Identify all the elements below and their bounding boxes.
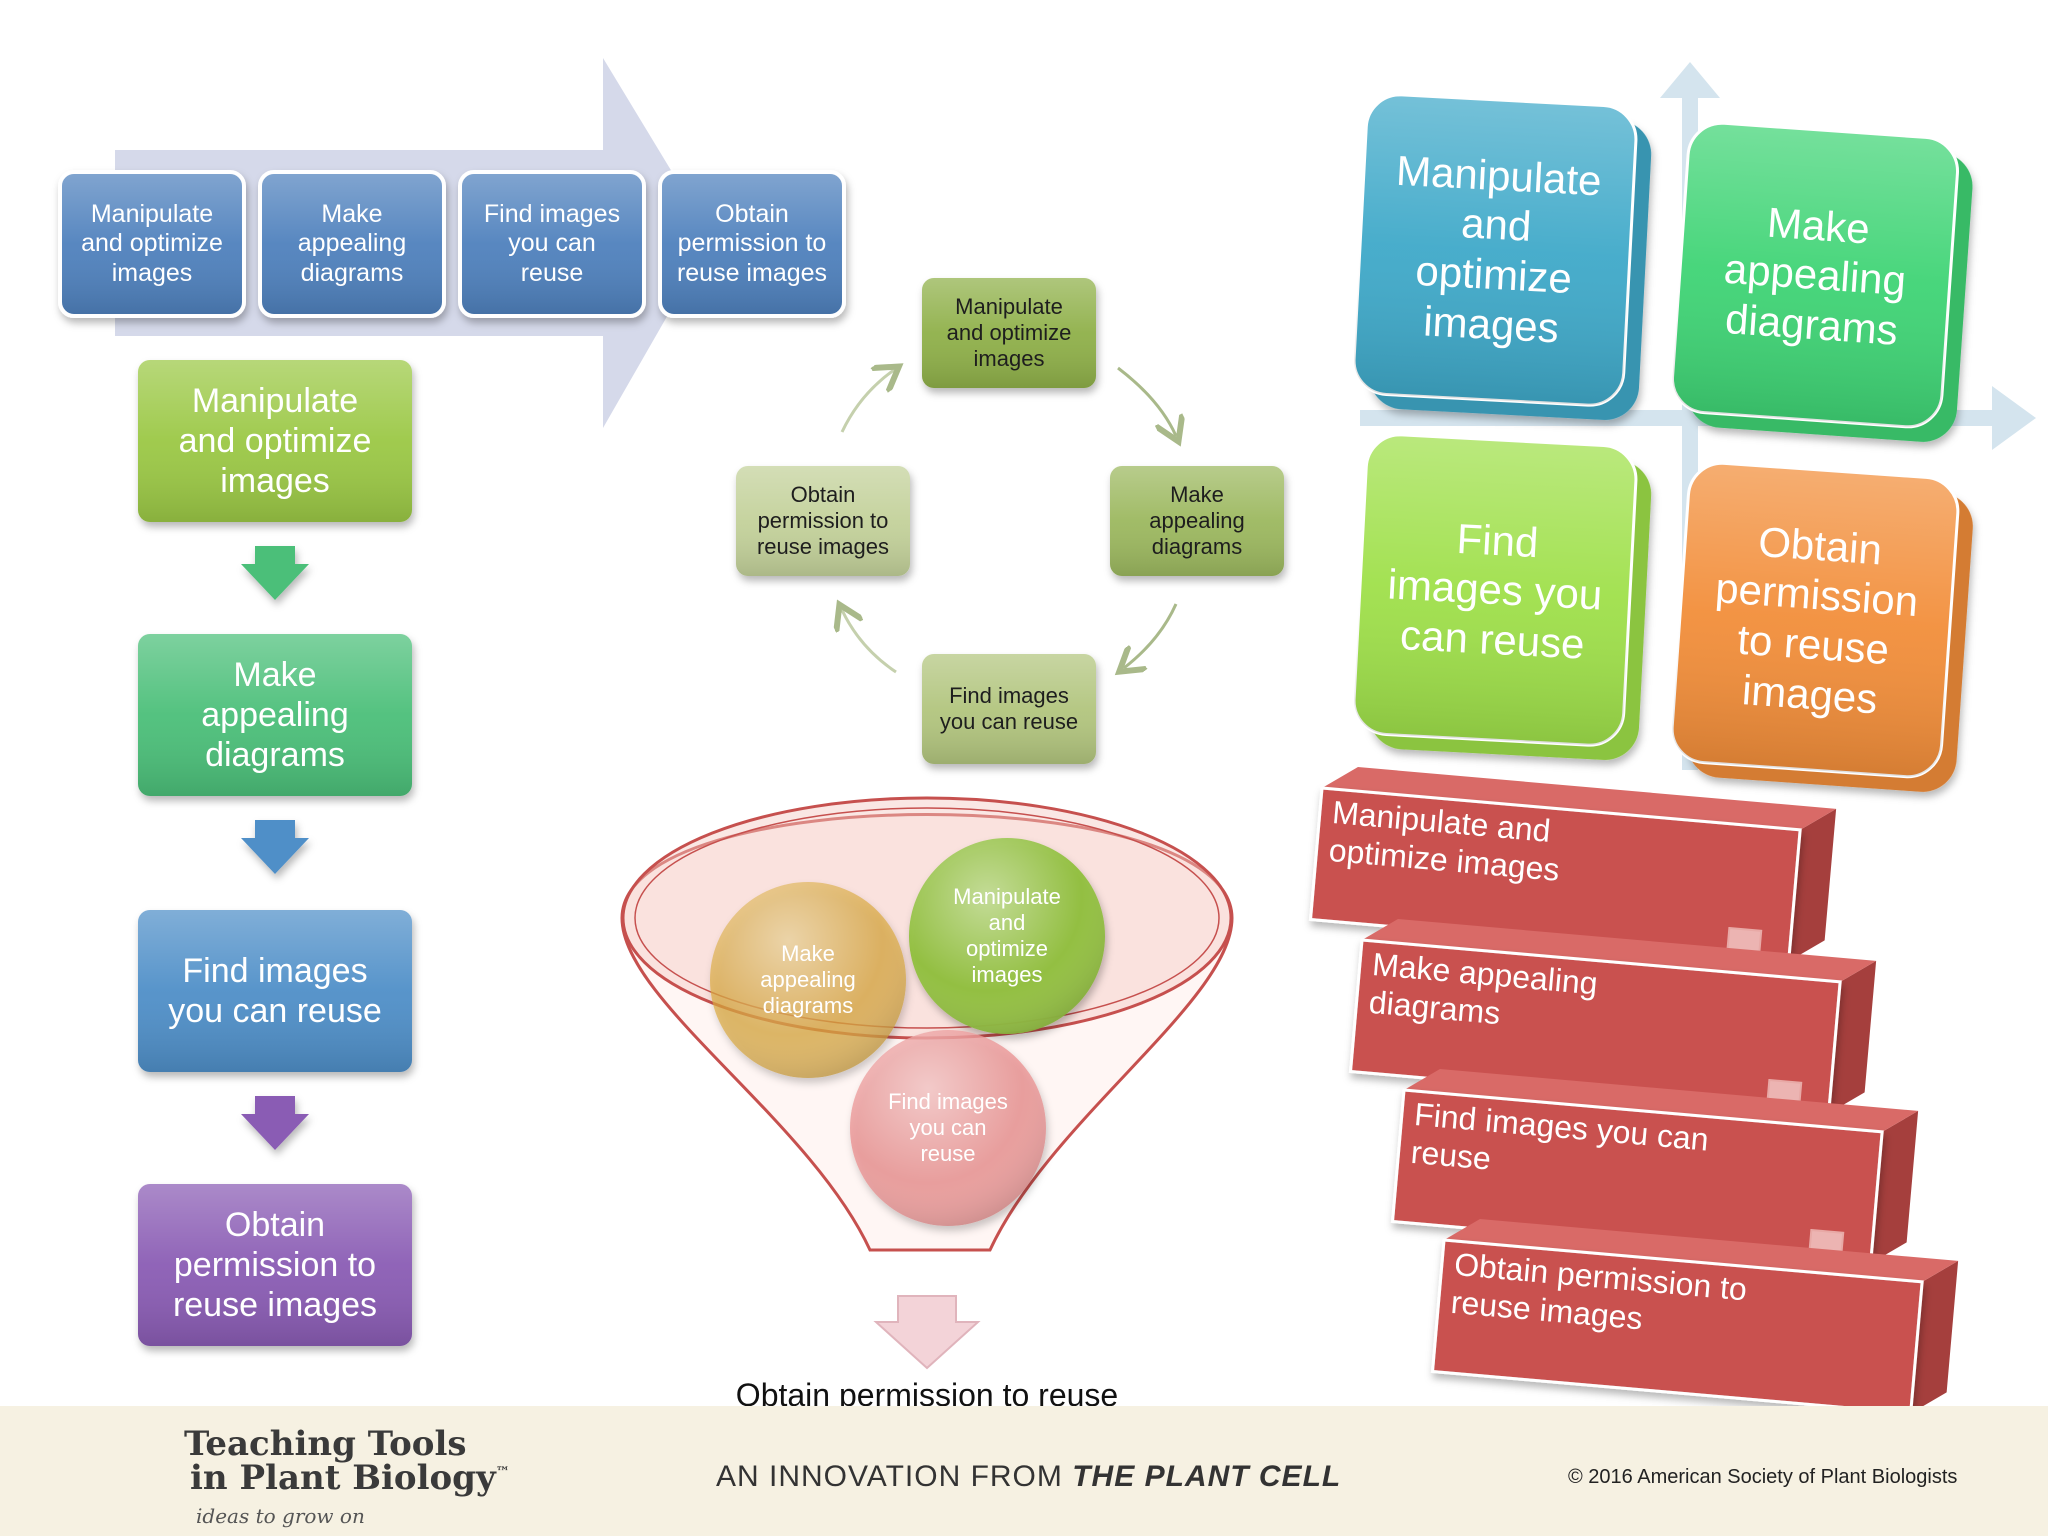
vertical-step-gloss (138, 910, 412, 1072)
cycle-step-gloss (922, 654, 1096, 764)
process-step-label: Find images you can reuse (483, 199, 621, 287)
cycle-arrow (1117, 366, 1176, 436)
footer-bar (0, 1406, 2048, 1536)
funnel-rim-inner (634, 807, 1220, 1029)
stair-step (1430, 1219, 1959, 1415)
funnel-circle-shine (850, 1030, 1046, 1226)
process-step-gloss (462, 174, 642, 314)
matrix-step-label: Obtain permission to reuse images (1713, 517, 1920, 723)
matrix-tile-gloss (1672, 123, 1958, 427)
funnel-outcome-arrow (873, 1295, 981, 1370)
matrix-tile-gloss (1354, 94, 1636, 406)
stair-step-side (1910, 1260, 1959, 1414)
cycle-arrow (842, 610, 897, 674)
stair-step-top (1362, 919, 1877, 982)
stair-step-top (1444, 1219, 1959, 1282)
stair-step-side (1870, 1110, 1919, 1264)
vertical-step-label: Find images you can reuse (168, 951, 382, 1030)
process-step-gloss (662, 174, 842, 314)
matrix-tile-gloss (1354, 434, 1636, 746)
process-arrow-group (58, 58, 846, 428)
innovation-prefix: AN INNOVATION FROM (716, 1460, 1073, 1493)
stair-steps-group (1308, 767, 1959, 1415)
trademark-symbol: ™ (495, 1464, 510, 1481)
process-step-gloss (62, 174, 242, 314)
stair-step-top (1322, 767, 1837, 830)
stair-step (1308, 767, 1837, 997)
process-step-label: Obtain permission to reuse images (676, 199, 828, 287)
funnel-circle-label: Manipulate and optimize images (953, 884, 1061, 987)
brand-title-line1: Teaching Tools (184, 1424, 467, 1464)
cycle-step-label: Find images you can reuse (939, 683, 1079, 734)
copyright-notice: © 2016 American Society of Plant Biologi… (1568, 1466, 1958, 1488)
matrix-axis-arrow (1992, 386, 2036, 450)
vertical-flow-group (138, 360, 412, 1346)
cycle-step-label: Make appealing diagrams (1149, 482, 1245, 559)
cycle-step-label: Manipulate and optimize images (946, 294, 1072, 371)
stair-step (1348, 919, 1877, 1149)
funnel-circle-shine (710, 882, 906, 1078)
brand-title-line2: in Plant Biology™ (190, 1458, 510, 1498)
matrix-step-label: Manipulate and optimize images (1395, 146, 1603, 351)
down-arrow-icon (241, 1096, 309, 1150)
journal-name: THE PLANT CELL (1072, 1460, 1342, 1493)
vertical-step-gloss (138, 634, 412, 796)
innovation-line: AN INNOVATION FROM THE PLANT CELL (716, 1460, 1341, 1494)
matrix-tile (1671, 121, 1973, 442)
cycle-step-gloss (922, 278, 1096, 388)
stair-step-side (1828, 960, 1877, 1114)
matrix-axis-arrow (1660, 62, 1720, 98)
funnel-circle-shine (909, 838, 1105, 1034)
stair-step-top (1404, 1069, 1919, 1132)
process-step-label: Make appealing diagrams (297, 199, 407, 287)
vertical-step-label: Obtain permission to reuse images (172, 1205, 378, 1325)
stair-step-face (1430, 1238, 1924, 1415)
vertical-step-gloss (138, 360, 412, 522)
cycle-step-gloss (736, 466, 910, 576)
process-step-gloss (262, 174, 442, 314)
cycle-arrow (840, 370, 894, 433)
cycle-group (736, 278, 1284, 764)
matrix-tile (1352, 93, 1652, 420)
matrix-tile-gloss (1672, 463, 1958, 777)
matrix-tile (1352, 433, 1652, 760)
funnel-circle-label: Find images you can reuse (888, 1089, 1008, 1166)
matrix-tile (1670, 461, 1973, 792)
cycle-arrow (1124, 603, 1178, 668)
vertical-step-gloss (138, 1184, 412, 1346)
stair-step (1390, 1069, 1919, 1299)
matrix-step-label: Find images you can reuse (1386, 514, 1604, 668)
stair-step-side (1788, 808, 1837, 962)
cycle-step-gloss (1110, 466, 1284, 576)
down-arrow-icon (241, 820, 309, 874)
vertical-step-label: Make appealing diagrams (201, 655, 349, 775)
cycle-step-label: Obtain permission to reuse images (756, 482, 890, 559)
down-arrow-icon (241, 546, 309, 600)
funnel-group (620, 796, 1234, 1370)
process-step-label: Manipulate and optimize images (81, 199, 223, 287)
funnel-circle-label: Make appealing diagrams (760, 941, 856, 1018)
brand-tagline: ideas to grow on (196, 1504, 365, 1528)
matrix-group (1352, 62, 2036, 792)
vertical-step-label: Manipulate and optimize images (178, 381, 372, 501)
brand-title-text: in Plant Biology (190, 1458, 496, 1498)
matrix-step-label: Make appealing diagrams (1722, 198, 1908, 354)
